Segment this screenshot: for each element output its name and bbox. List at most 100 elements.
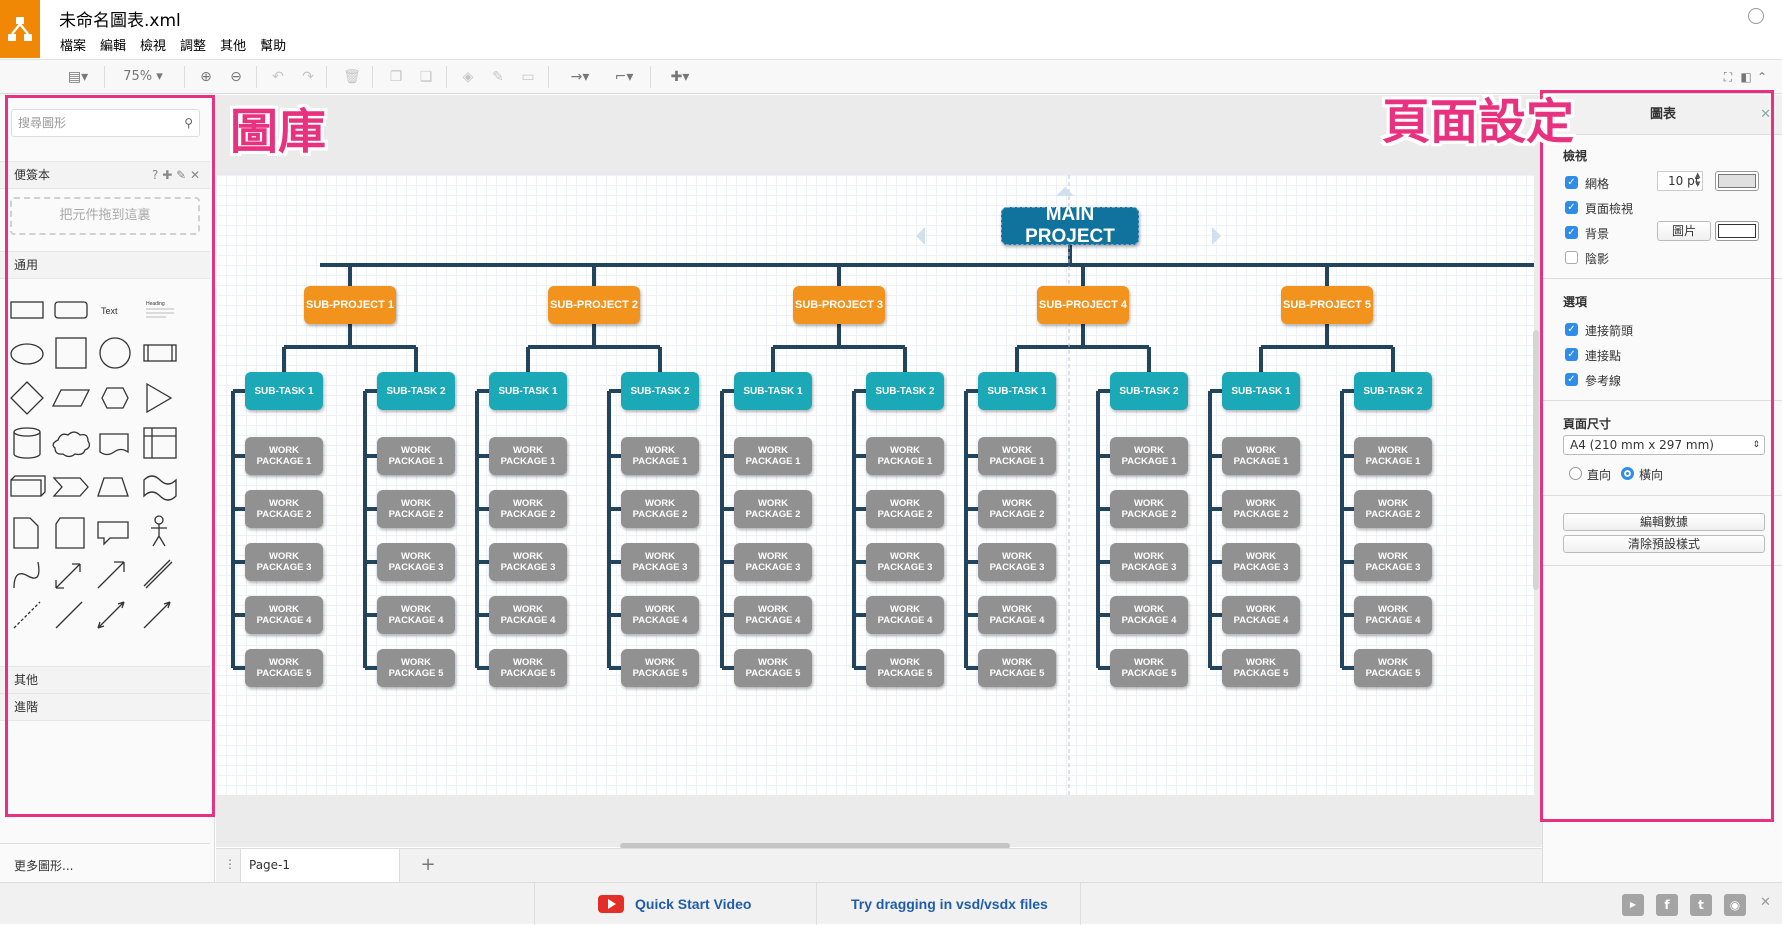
sub-task-node[interactable]: SUB-TASK 2 <box>377 372 455 410</box>
work-package-node[interactable]: WORK PACKAGE 3 <box>377 543 455 581</box>
more-shapes-link[interactable]: 更多圖形... <box>14 859 74 873</box>
sub-task-node[interactable]: SUB-TASK 2 <box>866 372 944 410</box>
work-package-node[interactable]: WORK PACKAGE 1 <box>734 437 812 475</box>
work-package-node[interactable]: WORK PACKAGE 4 <box>245 596 323 634</box>
shape-palette[interactable]: Text Heading <box>6 290 206 650</box>
main-project-node[interactable]: MAIN PROJECT <box>1001 204 1139 247</box>
work-package-node[interactable]: WORK PACKAGE 1 <box>489 437 567 475</box>
to-front-icon[interactable]: ❐ <box>389 69 403 85</box>
edit-data-button[interactable]: 編輯數據 <box>1563 513 1765 531</box>
connection-style-icon[interactable]: →▾ <box>570 69 590 85</box>
menu-help[interactable]: 幫助 <box>260 39 287 54</box>
work-package-node[interactable]: WORK PACKAGE 2 <box>734 490 812 528</box>
line-color-icon[interactable]: ✎ <box>492 69 504 85</box>
work-package-node[interactable]: WORK PACKAGE 4 <box>621 596 699 634</box>
work-package-node[interactable]: WORK PACKAGE 2 <box>377 490 455 528</box>
sub-task-node[interactable]: SUB-TASK 2 <box>621 372 699 410</box>
work-package-node[interactable]: WORK PACKAGE 5 <box>1222 649 1300 687</box>
background-color-swatch[interactable] <box>1715 221 1759 241</box>
facebook-icon[interactable]: f <box>1656 894 1678 916</box>
work-package-node[interactable]: WORK PACKAGE 2 <box>866 490 944 528</box>
connection-arrows-checkbox[interactable]: ✓ <box>1565 323 1578 336</box>
advanced-section-header[interactable]: 進階 <box>0 693 210 721</box>
work-package-node[interactable]: WORK PACKAGE 3 <box>489 543 567 581</box>
work-package-node[interactable]: WORK PACKAGE 5 <box>245 649 323 687</box>
sub-task-node[interactable]: SUB-TASK 2 <box>1354 372 1432 410</box>
work-package-node[interactable]: WORK PACKAGE 1 <box>978 437 1056 475</box>
work-package-node[interactable]: WORK PACKAGE 2 <box>1354 490 1432 528</box>
sub-project-node[interactable]: SUB-PROJECT 4 <box>1037 286 1129 324</box>
work-package-node[interactable]: WORK PACKAGE 3 <box>734 543 812 581</box>
sub-task-node[interactable]: SUB-TASK 1 <box>1222 372 1300 410</box>
selection-arrow-left-icon[interactable] <box>916 227 925 245</box>
work-package-node[interactable]: WORK PACKAGE 1 <box>245 437 323 475</box>
menu-view[interactable]: 檢視 <box>140 39 167 54</box>
grid-checkbox[interactable]: ✓ <box>1565 176 1578 189</box>
connection-points-checkbox[interactable]: ✓ <box>1565 348 1578 361</box>
clear-default-style-button[interactable]: 清除預設樣式 <box>1563 535 1765 553</box>
waypoints-icon[interactable]: ⌐▾ <box>614 69 634 85</box>
menu-edit[interactable]: 編輯 <box>100 39 127 54</box>
general-section-header[interactable]: 通用 <box>0 251 210 279</box>
add-page-icon[interactable]: + <box>420 854 436 875</box>
work-package-node[interactable]: WORK PACKAGE 5 <box>734 649 812 687</box>
insert-icon[interactable]: ✚▾ <box>670 69 690 85</box>
work-package-node[interactable]: WORK PACKAGE 4 <box>1110 596 1188 634</box>
work-package-node[interactable]: WORK PACKAGE 5 <box>1110 649 1188 687</box>
menu-arrange[interactable]: 調整 <box>180 39 207 54</box>
scratchpad-tools-icon[interactable]: ? ✚ ✎ ✕ <box>152 168 200 182</box>
shadow-icon[interactable]: ▭ <box>521 69 535 85</box>
grid-color-swatch[interactable] <box>1715 171 1759 191</box>
footer-close-icon[interactable]: ✕ <box>1760 895 1771 910</box>
work-package-node[interactable]: WORK PACKAGE 1 <box>1354 437 1432 475</box>
grid-size-stepper-icon[interactable]: ▲▼ <box>1695 171 1701 188</box>
shadow-checkbox[interactable] <box>1565 251 1578 264</box>
horizontal-scrollbar[interactable] <box>620 843 1010 849</box>
work-package-node[interactable]: WORK PACKAGE 3 <box>1222 543 1300 581</box>
work-package-node[interactable]: WORK PACKAGE 4 <box>1354 596 1432 634</box>
sub-task-node[interactable]: SUB-TASK 2 <box>1110 372 1188 410</box>
redo-icon[interactable]: ↷ <box>302 69 314 85</box>
work-package-node[interactable]: WORK PACKAGE 5 <box>1354 649 1432 687</box>
work-package-node[interactable]: WORK PACKAGE 1 <box>377 437 455 475</box>
work-package-node[interactable]: WORK PACKAGE 4 <box>734 596 812 634</box>
try-dragging-link[interactable]: Try dragging in vsd/vsdx files <box>851 896 1048 912</box>
quick-start-video-link[interactable]: Quick Start Video <box>635 896 752 912</box>
sub-project-node[interactable]: SUB-PROJECT 3 <box>793 286 885 324</box>
menu-file[interactable]: 檔案 <box>60 39 87 54</box>
work-package-node[interactable]: WORK PACKAGE 1 <box>621 437 699 475</box>
github-icon[interactable]: ◉ <box>1724 894 1746 916</box>
close-icon[interactable]: ✕ <box>1760 107 1771 122</box>
work-package-node[interactable]: WORK PACKAGE 2 <box>1110 490 1188 528</box>
undo-icon[interactable]: ↶ <box>272 69 284 85</box>
work-package-node[interactable]: WORK PACKAGE 5 <box>621 649 699 687</box>
menu-extras[interactable]: 其他 <box>220 39 247 54</box>
search-shapes-input[interactable]: 搜尋圖形 ⚲ <box>11 109 200 137</box>
language-globe-icon[interactable] <box>1748 8 1764 24</box>
search-icon[interactable]: ⚲ <box>184 116 193 130</box>
work-package-node[interactable]: WORK PACKAGE 5 <box>866 649 944 687</box>
grid-size-input[interactable]: 10 pt <box>1657 171 1703 191</box>
guides-checkbox[interactable]: ✓ <box>1565 373 1578 386</box>
delete-icon[interactable]: 🗑 <box>343 69 361 85</box>
scratchpad-dropzone[interactable]: 把元件拖到這裏 <box>10 197 200 235</box>
landscape-radio[interactable] <box>1621 467 1634 480</box>
selection-arrow-right-icon[interactable] <box>1212 227 1221 245</box>
vertical-scrollbar[interactable] <box>1533 330 1539 590</box>
selection-arrow-up-icon[interactable] <box>1056 187 1074 196</box>
work-package-node[interactable]: WORK PACKAGE 3 <box>866 543 944 581</box>
twitter-icon[interactable]: t <box>1690 894 1712 916</box>
work-package-node[interactable]: WORK PACKAGE 2 <box>1222 490 1300 528</box>
zoom-out-icon[interactable]: ⊖ <box>230 69 242 85</box>
work-package-node[interactable]: WORK PACKAGE 5 <box>978 649 1056 687</box>
sub-task-node[interactable]: SUB-TASK 1 <box>245 372 323 410</box>
work-package-node[interactable]: WORK PACKAGE 4 <box>978 596 1056 634</box>
format-toggle-icon[interactable]: ◧ <box>1740 70 1752 84</box>
background-image-button[interactable]: 圖片 <box>1657 221 1711 241</box>
youtube-icon[interactable] <box>598 895 624 913</box>
work-package-node[interactable]: WORK PACKAGE 3 <box>1354 543 1432 581</box>
work-package-node[interactable]: WORK PACKAGE 2 <box>245 490 323 528</box>
collapse-icon[interactable]: ⌃ <box>1756 70 1768 84</box>
work-package-node[interactable]: WORK PACKAGE 2 <box>978 490 1056 528</box>
